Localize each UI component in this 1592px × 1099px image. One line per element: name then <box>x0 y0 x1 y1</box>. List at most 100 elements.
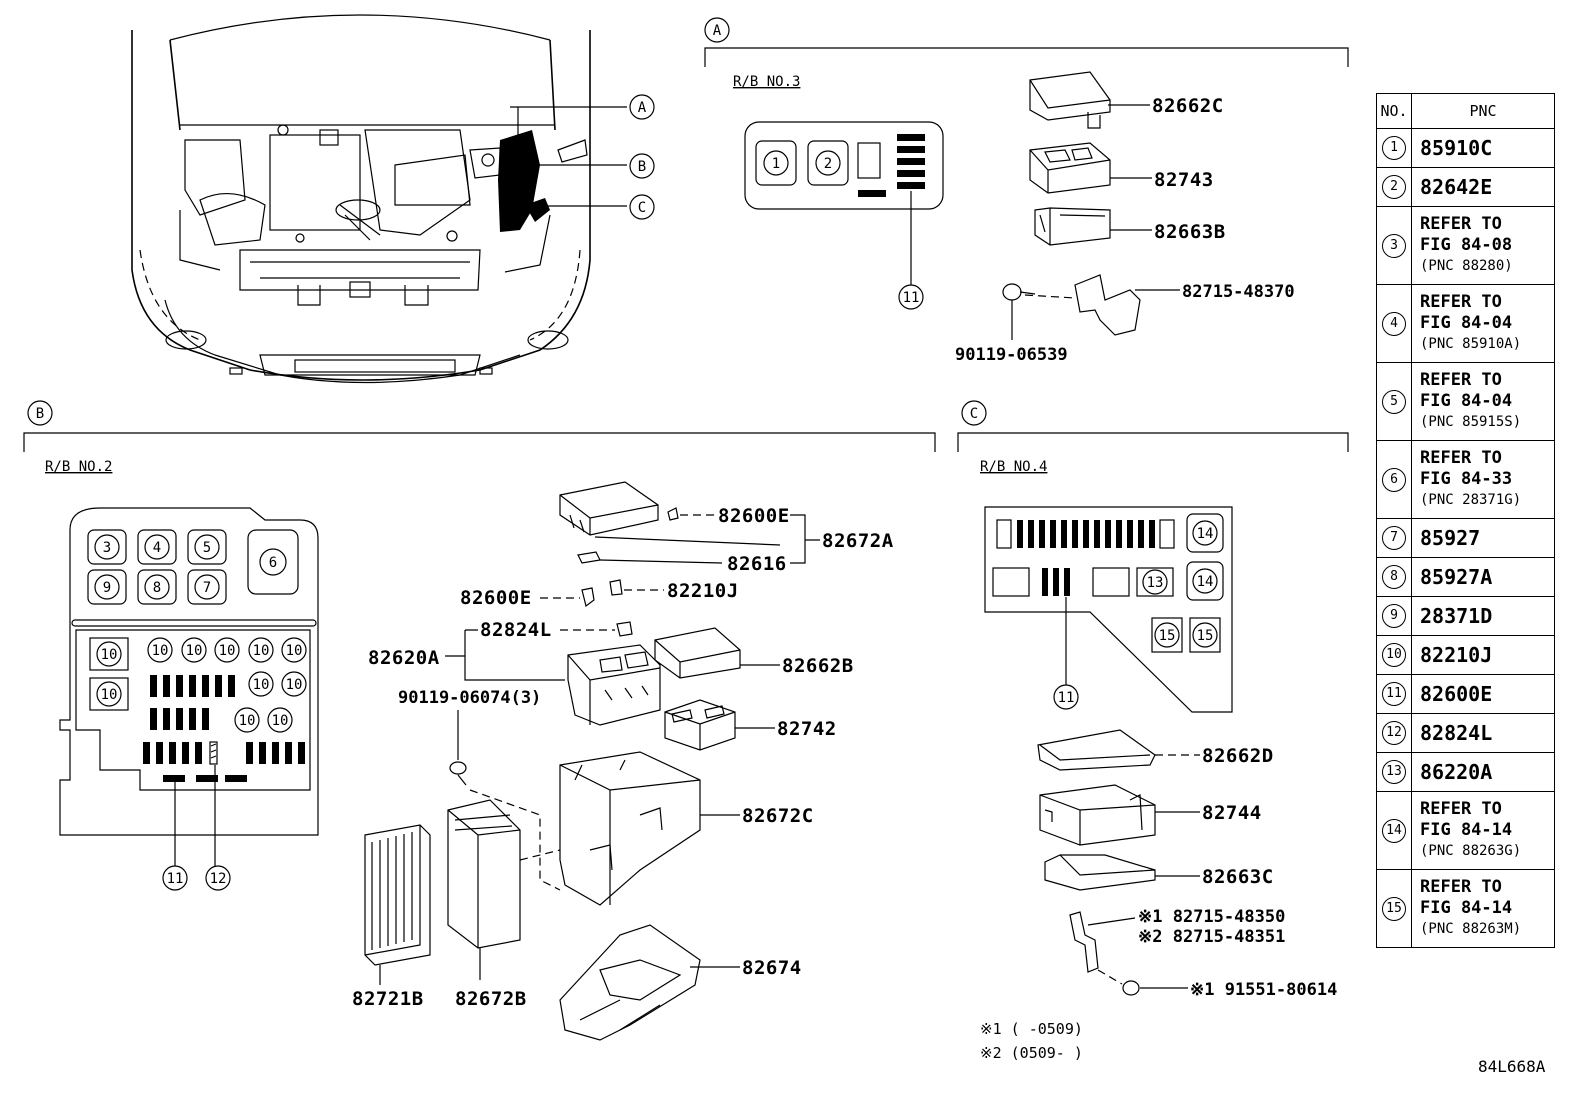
relay-grid: 10 10 10 10 10 10 10 10 10 10 10 <box>89 637 307 733</box>
svg-text:10: 10 <box>186 643 203 659</box>
part-82616: 82616 <box>727 553 787 575</box>
row-pnc: 85910C <box>1411 128 1555 168</box>
svg-text:15: 15 <box>1159 628 1176 644</box>
row-number-circle: 14 <box>1382 818 1406 843</box>
row-pnc: 82824L <box>1411 713 1555 753</box>
svg-text:12: 12 <box>210 871 227 887</box>
row-pnc: 28371D <box>1411 596 1555 636</box>
part-82744: 82744 <box>1202 802 1262 824</box>
part-82672a: 82672A <box>822 530 894 552</box>
car-marker-c: C <box>629 194 655 220</box>
row-number: 5 <box>1376 362 1412 441</box>
svg-text:2: 2 <box>824 156 832 172</box>
svg-text:10: 10 <box>101 647 118 663</box>
row-number-circle: 11 <box>1382 682 1406 706</box>
part-90119-06074: 90119-06074(3) <box>398 688 541 708</box>
section-b: B R/B NO.2 3 4 5 9 8 7 6 10 <box>23 400 936 1041</box>
part-91551-80614: ※1 91551-80614 <box>1190 980 1337 1000</box>
svg-text:7: 7 <box>203 580 211 596</box>
svg-text:10: 10 <box>253 643 270 659</box>
row-pnc: 82210J <box>1411 635 1555 675</box>
car-marker-b: B <box>629 153 655 179</box>
part-82600e-cap: 82600E <box>718 505 790 527</box>
part-82662c: 82662C <box>1152 95 1224 117</box>
row-number: 6 <box>1376 440 1412 519</box>
row-number-circle: 6 <box>1382 467 1406 492</box>
note-2: ※2 (0509- ) <box>980 1044 1083 1062</box>
fuse-grid-top: 3 4 5 9 8 7 6 <box>87 529 299 605</box>
section-b-title: R/B NO.2 <box>45 459 112 475</box>
part-82715-48370: 82715-48370 <box>1182 282 1295 302</box>
part-82824l: 82824L <box>480 619 552 641</box>
car-marker-a: A <box>629 94 655 120</box>
section-c: C R/B NO.4 14 13 14 15 15 11 82662D <box>957 400 1349 1000</box>
svg-text:10: 10 <box>101 687 118 703</box>
part-82674: 82674 <box>742 957 802 979</box>
row-number-circle: 2 <box>1382 175 1406 199</box>
row-number: 12 <box>1376 713 1412 753</box>
section-b-letter: B <box>36 406 44 422</box>
part-82715-48351: ※2 82715-48351 <box>1138 927 1285 947</box>
svg-text:11: 11 <box>903 290 920 306</box>
note-1: ※1 ( -0509) <box>980 1020 1083 1038</box>
row-number-circle: 13 <box>1382 760 1406 784</box>
section-c-title: R/B NO.4 <box>980 459 1047 475</box>
part-82721b: 82721B <box>352 988 424 1010</box>
svg-text:10: 10 <box>152 643 169 659</box>
row-number-circle: 12 <box>1382 721 1406 745</box>
svg-text:14: 14 <box>1197 526 1214 542</box>
svg-text:B: B <box>638 159 646 175</box>
row-number-circle: 4 <box>1382 311 1406 336</box>
section-c-letter: C <box>970 406 978 422</box>
row-number-circle: 5 <box>1382 389 1406 414</box>
row-pnc: 85927A <box>1411 557 1555 597</box>
svg-text:11: 11 <box>1058 690 1075 706</box>
svg-text:10: 10 <box>272 713 289 729</box>
svg-text:A: A <box>638 100 647 116</box>
row-number: 7 <box>1376 518 1412 558</box>
row-number-circle: 7 <box>1382 526 1406 550</box>
part-82663c: 82663C <box>1202 866 1274 888</box>
row-pnc: 86220A <box>1411 752 1555 792</box>
svg-text:9: 9 <box>103 580 111 596</box>
svg-text:10: 10 <box>239 713 256 729</box>
column-header-pnc: PNC <box>1411 93 1555 129</box>
engine-bay-illustration <box>131 14 627 384</box>
part-82620a: 82620A <box>368 647 440 669</box>
row-pnc: 82642E <box>1411 167 1555 207</box>
row-number: 13 <box>1376 752 1412 792</box>
part-82210j: 82210J <box>667 580 739 602</box>
part-82600e-fuse: 82600E <box>460 587 532 609</box>
row-pnc: 85927 <box>1411 518 1555 558</box>
svg-text:14: 14 <box>1197 574 1214 590</box>
row-number: 3 <box>1376 206 1412 285</box>
diagram-code: 84L668A <box>1478 1057 1546 1076</box>
row-number: 8 <box>1376 557 1412 597</box>
part-82672c: 82672C <box>742 805 814 827</box>
row-pnc: 82600E <box>1411 674 1555 714</box>
row-number-circle: 3 <box>1382 233 1406 258</box>
svg-text:6: 6 <box>269 555 277 571</box>
part-82742: 82742 <box>777 718 837 740</box>
part-82672b: 82672B <box>455 988 527 1010</box>
section-a-letter: A <box>713 23 722 39</box>
column-header-no: NO. <box>1376 93 1412 129</box>
row-number-circle: 8 <box>1382 565 1406 589</box>
mini-fuse-grid <box>143 675 305 782</box>
